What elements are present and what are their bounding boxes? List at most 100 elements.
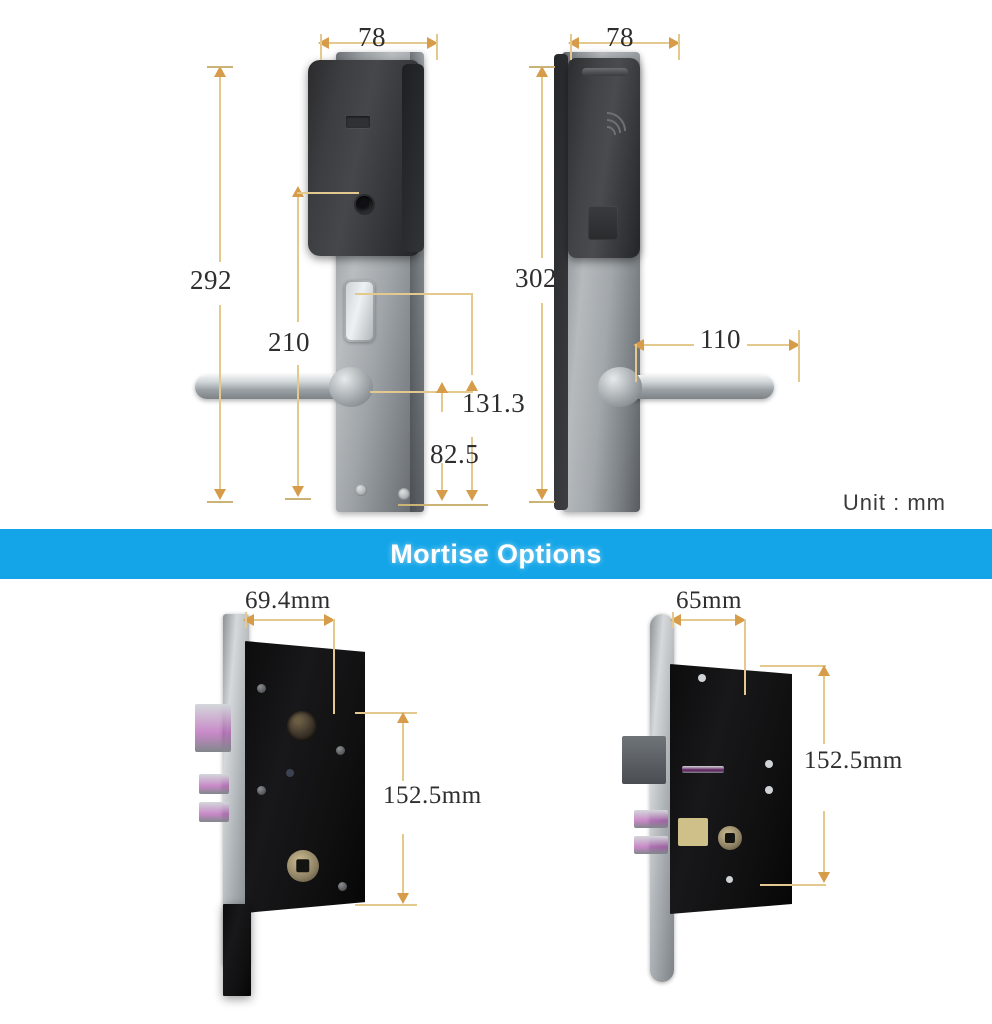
mortise-right-slot-detail — [682, 766, 724, 773]
mortise-option-right — [622, 614, 938, 1004]
dim-ext-78b-left — [570, 34, 572, 60]
dim-label-width-78: 78 — [358, 22, 386, 52]
dim-ext-78-left — [320, 34, 322, 60]
mortise-left-screw-4 — [338, 882, 347, 891]
dim-label-height-292: 292 — [190, 265, 232, 295]
dim-ext-65-right — [744, 619, 746, 695]
mortise-left-latch-lower — [199, 802, 229, 822]
lock-side-edge — [554, 54, 568, 510]
dim-cap-302-bottom — [529, 501, 555, 503]
mortise-right-screw-2 — [765, 760, 773, 768]
dim-ext-69-4-right — [333, 619, 335, 714]
mortise-right-screw-1 — [698, 674, 706, 682]
mortise-left-screw-1 — [257, 684, 266, 693]
handle-bar — [624, 375, 774, 399]
dim-leader-left-152-bottom — [355, 904, 417, 906]
dim-line-height-302-lower — [541, 303, 543, 495]
dim-cap-210-bottom — [285, 498, 311, 500]
dim-label-mortise-right-height: 152.5mm — [804, 747, 903, 774]
dim-baseline-82 — [398, 504, 488, 506]
dim-arrow-up-82 — [436, 382, 448, 393]
rfid-reader-icon — [580, 104, 634, 158]
dim-label-mortise-left-width: 69.4mm — [245, 587, 331, 614]
dim-arrow-down-left-152 — [397, 893, 409, 904]
dim-line-height-292-lower — [219, 305, 221, 495]
dim-line-mortise-left-height-lower — [402, 834, 404, 896]
handle-hub — [329, 367, 373, 407]
dim-ext-69-4-left — [245, 612, 247, 628]
dim-leader-131-top — [355, 293, 473, 295]
mounting-screw-upper — [355, 484, 367, 496]
dim-cap-292-bottom — [207, 501, 233, 503]
dim-arrow-down-right-152 — [818, 872, 830, 883]
dim-leader-210-top — [297, 192, 359, 194]
dim-arrow-up-right-152 — [818, 665, 830, 676]
dim-arrow-left-65 — [670, 614, 681, 626]
dim-line-mortise-right-height-lower — [823, 811, 825, 875]
dim-line-82-lower — [441, 463, 443, 495]
dim-line-width-78 — [320, 42, 438, 44]
dim-leader-131-mid — [370, 391, 473, 393]
dim-cap-292-top — [207, 66, 233, 68]
dim-line-131-upper — [471, 293, 473, 375]
dim-ext-78b-right — [678, 34, 680, 60]
dim-arrow-right-78-b — [669, 37, 680, 49]
mortise-left-screw-3 — [336, 746, 345, 755]
dim-ext-110-right — [798, 330, 800, 382]
dim-arrow-down-210 — [292, 486, 304, 497]
mortise-right-screw-3 — [765, 786, 773, 794]
dim-line-mortise-left-height-upper — [402, 719, 404, 781]
top-dimension-section: 78 292 210 131.3 82.5 — [190, 22, 946, 515]
cover-notch-detail — [346, 116, 370, 128]
lock-front-view — [195, 52, 435, 512]
lock-side-view — [552, 52, 774, 512]
lever-handle-front — [195, 367, 373, 407]
card-reader-slot — [344, 280, 375, 342]
indicator-strip — [582, 68, 628, 76]
lock-front-black-cover — [308, 60, 424, 256]
dim-arrow-down-292 — [214, 489, 226, 500]
dim-label-height-82-5: 82.5 — [430, 439, 480, 469]
dim-arrow-right-65 — [735, 614, 746, 626]
keyhole-icon — [356, 196, 373, 213]
dim-arrow-up-292 — [214, 66, 226, 77]
unit-note: Unit : mm — [842, 490, 946, 515]
dim-line-82-upper — [441, 388, 443, 412]
mortise-right-latch-lower — [634, 836, 668, 854]
dim-leader-left-152-top — [355, 712, 417, 714]
lock-side-black-cover — [568, 58, 640, 258]
dim-arrow-left-110 — [633, 339, 644, 351]
dim-label-mortise-left-height: 152.5mm — [383, 782, 482, 809]
dim-line-height-210-lower — [297, 365, 299, 491]
dim-arrow-down-82 — [436, 490, 448, 501]
mortise-left-case-lower — [223, 904, 251, 996]
dim-arrow-left-78 — [318, 37, 329, 49]
mortise-left-deadbolt — [195, 704, 231, 752]
mortise-left-indicator — [286, 769, 294, 777]
dim-label-height-302: 302 — [515, 263, 557, 293]
mortise-option-left — [195, 614, 525, 1004]
dim-ext-110-left — [635, 344, 637, 382]
dim-arrow-right-110 — [789, 339, 800, 351]
mortise-right-deadbolt — [622, 736, 666, 784]
banner-title: Mortise Options — [390, 538, 602, 569]
dim-arrow-up-131 — [466, 380, 478, 391]
dim-ext-65-left — [672, 612, 674, 628]
dim-arrow-right-78 — [427, 37, 438, 49]
mortise-right-latch-upper — [634, 810, 668, 828]
dim-arrow-up-302 — [536, 66, 548, 77]
dim-label-height-210: 210 — [268, 327, 310, 357]
dim-ext-78-right — [436, 34, 438, 60]
mortise-right-spindle-hole — [718, 826, 742, 850]
mortise-options-banner: Mortise Options — [0, 529, 992, 579]
mortise-left-cylinder-hole — [287, 711, 317, 741]
dim-cap-302-top — [529, 66, 555, 68]
dim-arrow-down-131 — [466, 490, 478, 501]
dim-line-131-lower — [471, 437, 473, 495]
dim-arrow-left-69-4 — [243, 614, 254, 626]
dim-line-mortise-left-width — [245, 619, 335, 621]
dim-label-length-110: 110 — [694, 324, 747, 355]
mortise-left-screw-2 — [257, 786, 266, 795]
dim-line-height-302-upper — [541, 72, 543, 258]
